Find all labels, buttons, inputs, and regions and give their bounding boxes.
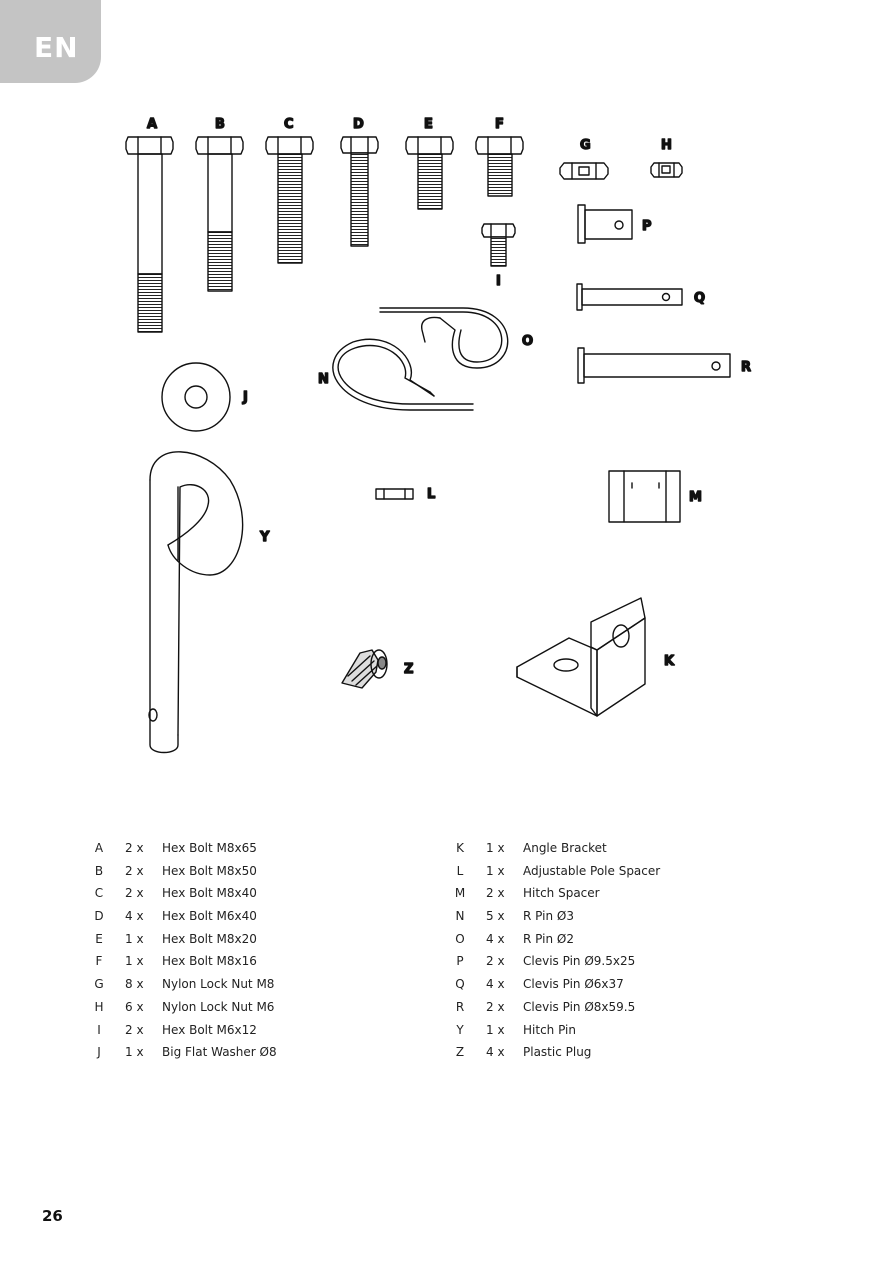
label-q: Q: [694, 291, 705, 306]
hex-bolt-c: [265, 136, 314, 264]
clevis-pin-r: [577, 347, 731, 384]
label-r: R: [741, 360, 751, 375]
hitch-spacer-m: [608, 470, 681, 523]
language-tab: EN: [0, 0, 101, 83]
hex-bolt-b: [195, 136, 244, 292]
label-h: H: [661, 138, 672, 153]
label-l: L: [427, 487, 435, 502]
label-i: I: [496, 274, 501, 289]
language-code: EN: [34, 31, 79, 64]
label-n: N: [318, 372, 329, 387]
hex-bolt-d: [340, 136, 379, 247]
label-a: A: [147, 117, 157, 132]
label-m: M: [689, 490, 702, 505]
page-number: 26: [42, 1207, 63, 1225]
angle-bracket-k: [516, 597, 646, 717]
hex-bolt-a: [125, 136, 174, 333]
r-pin-n: [332, 338, 474, 411]
label-g: G: [580, 138, 591, 153]
hex-bolt-i: [481, 223, 516, 267]
hex-bolt-f: [475, 136, 524, 197]
label-b: B: [215, 117, 225, 132]
r-pin-o: [379, 307, 509, 369]
nylon-lock-nut-g: [559, 162, 609, 180]
label-p: P: [642, 219, 652, 234]
adjustable-pole-spacer-l: [375, 488, 414, 500]
nylon-lock-nut-h: [650, 162, 683, 178]
plastic-plug-z: [341, 649, 388, 689]
label-o: O: [522, 334, 533, 349]
label-e: E: [424, 117, 433, 132]
label-j: J: [242, 390, 248, 405]
label-y: Y: [259, 530, 270, 545]
hex-bolt-e: [405, 136, 454, 210]
label-z: Z: [404, 662, 413, 677]
clevis-pin-p: [577, 204, 633, 244]
label-c: C: [284, 117, 294, 132]
clevis-pin-q: [576, 283, 683, 311]
parts-diagram: A B C D E F G H I J K L M N O P Q R Y Z: [125, 116, 752, 754]
hitch-pin-y: [148, 451, 244, 754]
flat-washer-j: [161, 362, 231, 432]
label-d: D: [353, 117, 364, 132]
label-f: F: [495, 117, 504, 132]
label-k: K: [664, 654, 675, 669]
